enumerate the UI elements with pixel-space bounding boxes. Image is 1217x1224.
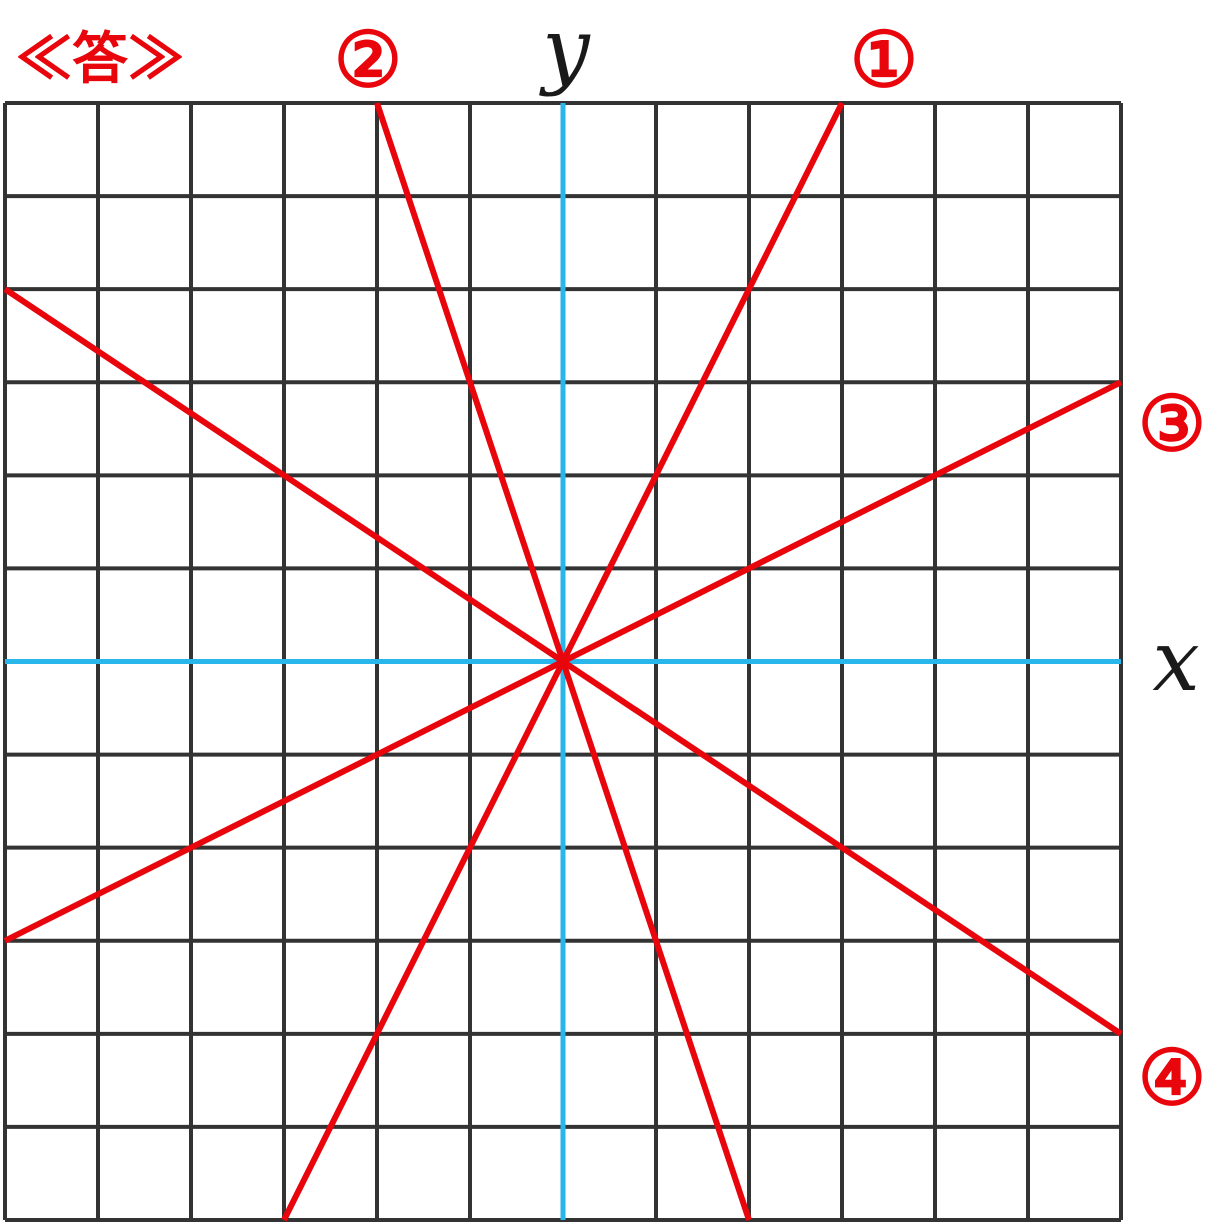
line-4-label: ④	[1138, 1033, 1206, 1122]
y-axis-label: y	[538, 0, 591, 98]
answer-label: ≪答≫	[16, 26, 184, 92]
line-4	[3, 286, 1123, 1037]
line-2-label: ②	[334, 15, 402, 104]
x-axis-label: x	[1152, 612, 1199, 710]
line-3-label: ③	[1138, 379, 1206, 468]
proportional-lines	[3, 101, 1123, 1222]
line-1-label: ①	[850, 15, 918, 104]
